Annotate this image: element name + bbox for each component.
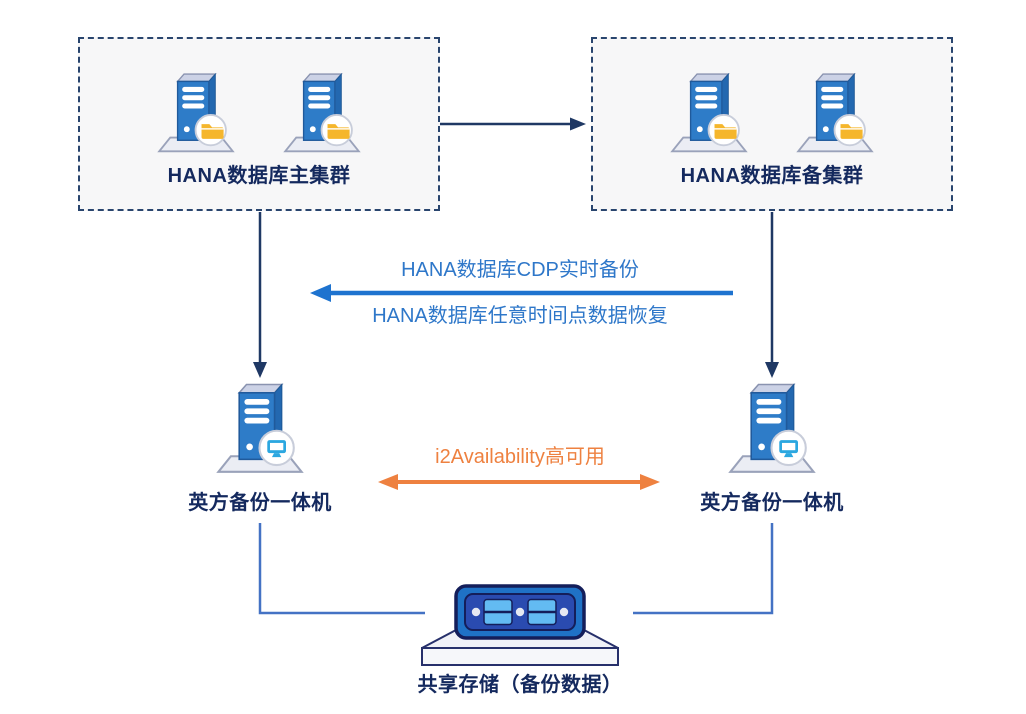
folder-badge-icon [285,74,359,151]
database-server-icon [150,63,242,155]
left-appliance-label: 英方备份一体机 [188,492,332,514]
standby-cluster-label: HANA数据库备集群 [680,165,864,187]
folder-badge-icon [159,74,233,151]
database-server-icon [789,63,881,155]
ha-flow-label: i2Availability高可用 [435,446,605,468]
standby-to-appliance-arrow [765,212,779,378]
folder-badge-icon [798,74,872,151]
standby-cluster-box: HANA数据库备集群 [591,37,953,211]
backup-appliance-icon [208,372,312,476]
primary-to-appliance-arrow [253,212,267,378]
right-backup-appliance: 英方备份一体机 [687,372,857,515]
shared-storage-icon [420,584,620,667]
standby-cluster-servers [663,39,881,155]
monitor-badge-icon [730,384,813,471]
cluster-replication-arrow [440,117,586,131]
database-server-icon [276,63,368,155]
primary-cluster-label: HANA数据库主集群 [167,165,351,187]
backup-appliance-icon [720,372,824,476]
recovery-flow-label: HANA数据库任意时间点数据恢复 [372,305,668,327]
cdp-backup-flow-label: HANA数据库CDP实时备份 [401,259,639,281]
right-appliance-to-storage-line [633,523,774,615]
ha-double-arrow [378,474,660,490]
shared-storage-label: 共享存储（备份数据） [417,674,623,696]
database-server-icon [663,63,755,155]
shared-storage: 共享存储（备份数据） [400,576,640,697]
primary-cluster-box: HANA数据库主集群 [78,37,440,211]
left-backup-appliance: 英方备份一体机 [175,372,345,515]
monitor-badge-icon [218,384,301,471]
folder-badge-icon [672,74,746,151]
primary-cluster-servers [150,39,368,155]
right-appliance-label: 英方备份一体机 [700,492,844,514]
